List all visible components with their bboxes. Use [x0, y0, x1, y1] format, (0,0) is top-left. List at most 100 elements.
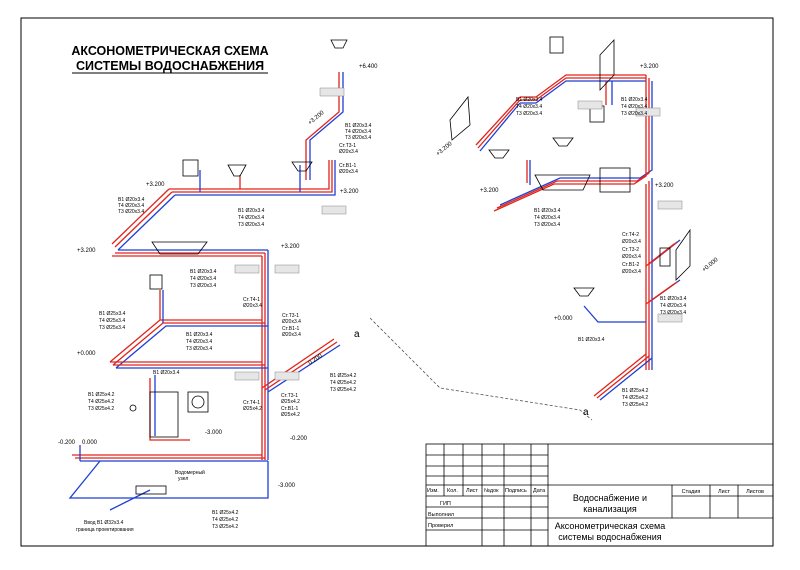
boiler-icon [149, 391, 179, 438]
left-pipes [68, 72, 344, 511]
toilet-icon [549, 36, 564, 54]
svg-text:Ст.Т3-2: Ст.Т3-2 [622, 247, 639, 253]
sink-icon [552, 137, 574, 147]
svg-text:Ø20х3.4: Ø20х3.4 [339, 149, 358, 155]
annotations: а а Водомерный узел Ввод В1 Ø32х3.4 гран… [76, 329, 589, 533]
svg-text:Ввод В1 Ø32х3.4: Ввод В1 Ø32х3.4 [84, 520, 124, 526]
svg-text:№док: №док [484, 488, 499, 494]
pipe-label-group: В1 Ø25х3.4 Т4 Ø25х3.4 Т3 Ø25х3.4 [99, 311, 126, 331]
sink-icon [291, 161, 313, 172]
shower-screen-icon [449, 95, 471, 141]
svg-text:Аксонометрическая схема: Аксонометрическая схема [555, 521, 665, 531]
svg-text:Водомерный: Водомерный [175, 469, 205, 476]
svg-text:Т4 Ø20х3.4: Т4 Ø20х3.4 [621, 104, 647, 110]
svg-text:В1 Ø25х4.2: В1 Ø25х4.2 [88, 392, 115, 398]
bidet-icon [227, 164, 247, 177]
pipe-label-group: В1 Ø20х3.4 Т4 Ø20х3.4 Т3 Ø20х3.4 [534, 208, 561, 228]
diagram-title-line2: СИСТЕМЫ ВОДОСНАБЖЕНИЯ [76, 59, 264, 73]
pipe-label-group: В1 Ø20х3.4 [578, 337, 605, 343]
svg-text:Ст.Т3-1: Ст.Т3-1 [282, 313, 299, 319]
washing-machine-icon [191, 395, 205, 409]
svg-text:В1 Ø20х3.4: В1 Ø20х3.4 [621, 97, 648, 103]
pipe-label-group: В1 Ø20х3.4 Т4 Ø20х3.4 Т3 Ø20х3.4 [516, 97, 543, 117]
svg-text:Т3 Ø25х4.2: Т3 Ø25х4.2 [330, 387, 356, 393]
level-label: -0.200 [58, 440, 76, 446]
level-label: +3.200 [77, 248, 96, 254]
section-mark: а [583, 407, 589, 418]
svg-text:Лист: Лист [466, 488, 478, 494]
svg-text:Т3 Ø20х3.4: Т3 Ø20х3.4 [118, 209, 144, 215]
svg-text:Ø25х4.2: Ø25х4.2 [281, 412, 300, 418]
shower-cabin-icon [599, 167, 631, 193]
svg-text:Ø25х4.2: Ø25х4.2 [243, 406, 262, 412]
svg-text:В1 Ø20х3.4: В1 Ø20х3.4 [578, 337, 605, 343]
svg-text:Дата: Дата [533, 488, 546, 494]
svg-text:Т4 Ø25х4.2: Т4 Ø25х4.2 [88, 399, 114, 405]
svg-text:системы водоснабжения: системы водоснабжения [558, 532, 662, 542]
level-label: +0.000 [77, 351, 96, 357]
level-label: +3.200 [307, 110, 326, 127]
svg-text:Листов: Листов [746, 489, 764, 495]
floor-slabs [234, 87, 683, 381]
washbasin-icon [330, 39, 348, 49]
svg-text:Т4 Ø20х3.4: Т4 Ø20х3.4 [238, 215, 264, 221]
sink-icon [488, 149, 510, 159]
svg-text:Т4 Ø20х3.4: Т4 Ø20х3.4 [345, 129, 371, 135]
svg-text:В1 Ø20х3.4: В1 Ø20х3.4 [153, 370, 180, 376]
svg-text:В1 Ø20х3.4: В1 Ø20х3.4 [190, 269, 217, 275]
bathtub-icon [534, 174, 591, 191]
connection-a-a [369, 317, 593, 421]
level-label: +3.200 [340, 189, 359, 195]
svg-text:Ø20х3.4: Ø20х3.4 [622, 254, 641, 260]
pipe-label-group: В1 Ø20х3.4 Т4 Ø20х3.4 Т3 Ø20х3.4 Ст.Т3-1… [339, 123, 372, 175]
mirror-icon [675, 228, 691, 281]
bathtub-icon [151, 241, 208, 255]
pipe-label-group: В1 Ø20х3.4 Т4 Ø20х3.4 Т3 Ø20х3.4 [660, 296, 687, 316]
svg-text:В1 Ø20х3.4: В1 Ø20х3.4 [660, 296, 687, 302]
sheet-frame [20, 17, 774, 547]
svg-text:ГИП: ГИП [440, 501, 451, 507]
svg-text:В1 Ø20х3.4: В1 Ø20х3.4 [238, 208, 265, 214]
svg-text:Т3 Ø20х3.4: Т3 Ø20х3.4 [186, 346, 212, 352]
level-label: +6.400 [359, 64, 378, 70]
svg-text:Т4 Ø20х3.4: Т4 Ø20х3.4 [186, 339, 212, 345]
pipe-label-group: В1 Ø20х3.4 В1 Ø25х4.2 Т4 Ø25х4.2 Т3 Ø25х… [88, 370, 300, 418]
svg-text:Изм.: Изм. [427, 488, 439, 494]
svg-text:Ø20х3.4: Ø20х3.4 [282, 332, 301, 338]
title-block [425, 443, 774, 547]
svg-text:Ст.Т3-1: Ст.Т3-1 [281, 393, 298, 399]
pipe-label-group: В1 Ø25х4.2 Т4 Ø25х4.2 Т3 Ø25х4.2 [212, 510, 239, 530]
svg-text:Ст.В1-2: Ст.В1-2 [622, 262, 640, 268]
fixtures [129, 36, 691, 495]
level-label: +0.000 [554, 316, 573, 322]
svg-text:Т4 Ø25х4.2: Т4 Ø25х4.2 [622, 395, 648, 401]
svg-text:В1 Ø25х4.2: В1 Ø25х4.2 [330, 373, 357, 379]
svg-text:В1 Ø20х3.4: В1 Ø20х3.4 [186, 332, 213, 338]
level-label: +0.000 [701, 257, 720, 274]
svg-text:В1 Ø20х3.4: В1 Ø20х3.4 [516, 97, 543, 103]
sink-icon [573, 287, 595, 297]
pipe-labels: В1 Ø20х3.4 Т4 Ø20х3.4 Т3 Ø20х3.4 Ст.Т3-1… [88, 97, 687, 530]
svg-text:В1 Ø20х3.4: В1 Ø20х3.4 [345, 123, 372, 129]
svg-text:Т4 Ø25х4.2: Т4 Ø25х4.2 [212, 517, 238, 523]
level-label: 0.000 [82, 440, 98, 446]
svg-text:Ø20х3.4: Ø20х3.4 [622, 239, 641, 245]
svg-text:Т3 Ø20х3.4: Т3 Ø20х3.4 [660, 310, 686, 316]
toilet-icon [182, 159, 199, 177]
level-label: +3.200 [435, 141, 454, 158]
level-label: +3.200 [640, 64, 659, 70]
svg-text:В1 Ø25х3.4: В1 Ø25х3.4 [99, 311, 126, 317]
svg-text:Выполнил: Выполнил [428, 512, 454, 518]
toilet-icon [659, 247, 671, 267]
level-label: -0.200 [290, 436, 308, 442]
pipe-label-group: В1 Ø20х3.4 Т4 Ø20х3.4 Т3 Ø20х3.4 [118, 197, 145, 215]
washing-machine-body-icon [187, 391, 209, 413]
pipe-label-group: Ст.Т4-2 Ø20х3.4 Ст.Т3-2 Ø20х3.4 Ст.В1-2 … [622, 232, 641, 275]
svg-text:Ø25х4.2: Ø25х4.2 [281, 399, 300, 405]
right-pipes [475, 74, 681, 401]
level-marks: +6.400 +3.200 +3.200 +3.200 +3.200 +3.20… [58, 64, 720, 489]
svg-text:Ø20х3.4: Ø20х3.4 [282, 319, 301, 325]
water-meter-icon [135, 485, 167, 495]
svg-text:Т4 Ø25х4.2: Т4 Ø25х4.2 [330, 380, 356, 386]
